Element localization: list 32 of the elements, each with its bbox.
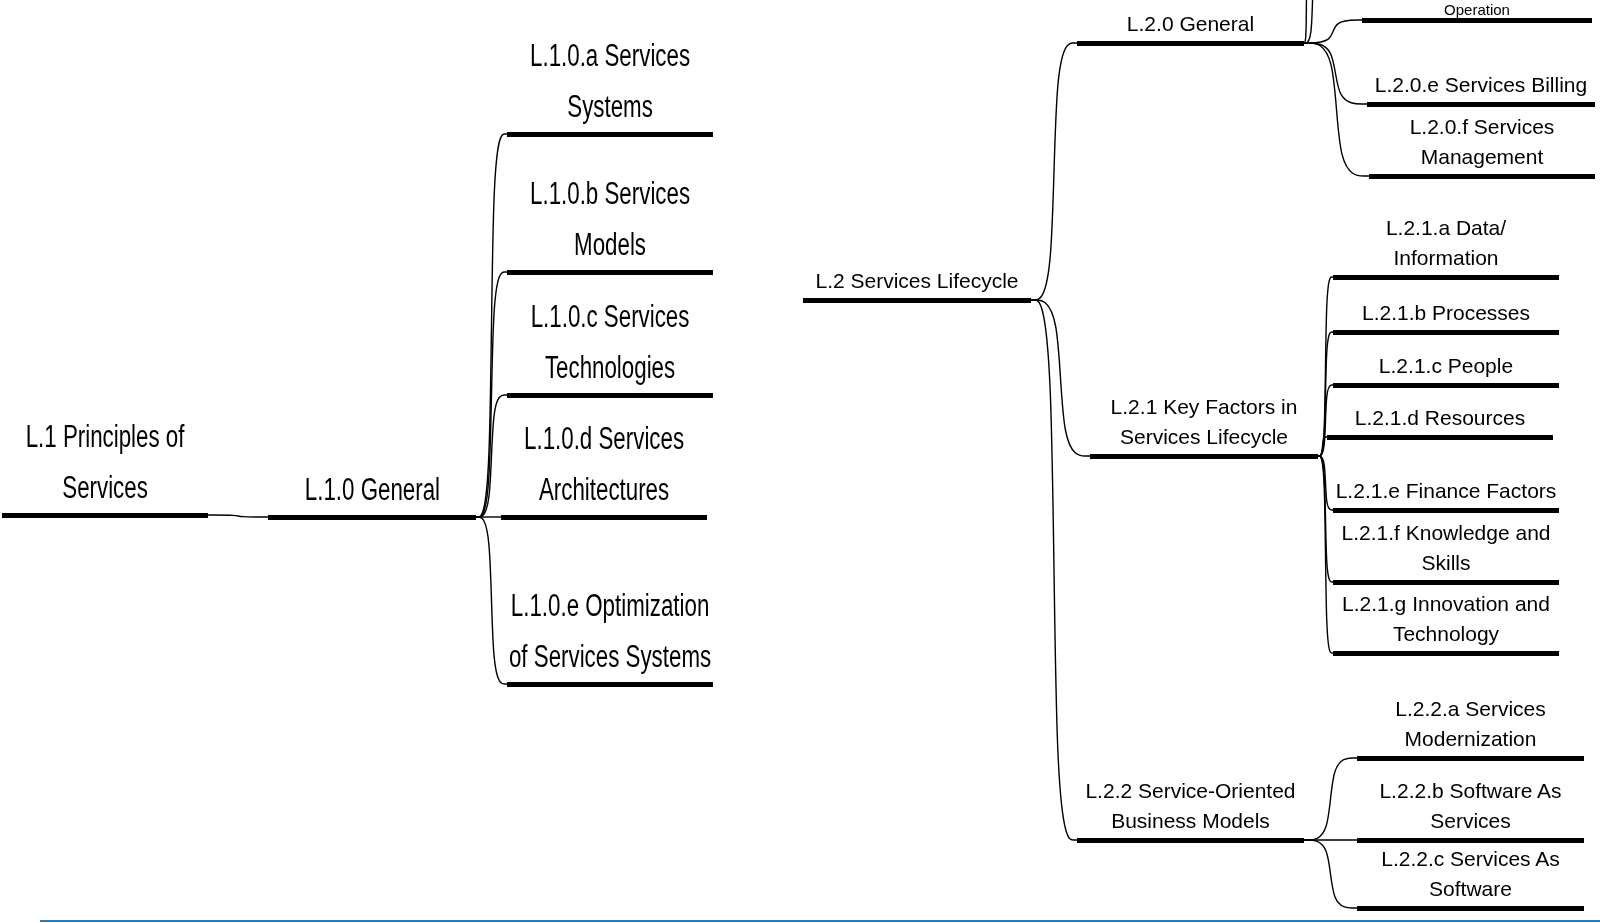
- topic-label: L.2.2.c Services As Software: [1380, 845, 1561, 902]
- topic-label: L.2 Services Lifecycle: [814, 267, 1020, 294]
- topic-label: L.1.0 General: [303, 470, 441, 509]
- topic-label: L.2.2.b Software As Services: [1378, 777, 1563, 834]
- topic-label: L.2.1 Key Factors in Services Lifecycle: [1109, 393, 1299, 450]
- topic-label: L.1.0.c Services Technologies: [529, 297, 691, 387]
- topic-label: L.2.0 General: [1125, 10, 1256, 37]
- topic-label: L.2.1.f Knowledge and Skills: [1340, 519, 1552, 576]
- topic-label: L.1.0.d Services Architectures: [523, 419, 686, 509]
- branch-line: [1317, 455, 1334, 654]
- topic-label: L.2.0.f Services Management: [1408, 113, 1556, 170]
- topic-label: L.2.2 Service-Oriented Business Models: [1084, 777, 1297, 834]
- branch-line: [1317, 436, 1328, 457]
- topic-label: L.2.2.a Services Modernization: [1394, 695, 1547, 752]
- topic-label: L.2.0.e Services Billing: [1373, 71, 1589, 98]
- topic-label: L.2.1.d Resources: [1353, 404, 1527, 431]
- branch-line: [1303, 0, 1309, 44]
- branch-line: [207, 514, 269, 518]
- topic-label: L.2.1.e Finance Factors: [1334, 477, 1558, 504]
- topic-label: L.2.1.a Data/ Information: [1384, 214, 1508, 271]
- topic-label: L.2.1.g Innovation and Technology: [1341, 590, 1551, 647]
- topic-label: L.1.0.b Services Models: [529, 174, 692, 264]
- branch-line: [1303, 42, 1370, 177]
- branch-line: [475, 516, 508, 685]
- topic-label: L.2.1.b Processes: [1360, 299, 1532, 326]
- topic-label: L.2.1.c People: [1377, 352, 1515, 379]
- branch-line: [1030, 299, 1078, 841]
- branch-line: [1303, 839, 1358, 909]
- topic-label: L.1.0.a Services Systems: [529, 36, 692, 126]
- topic-label: L.1 Principles of Services: [24, 417, 186, 507]
- topic-label: Operation: [1443, 0, 1511, 18]
- topic-label: L.1.0.e Optimization of Services Systems: [507, 586, 713, 676]
